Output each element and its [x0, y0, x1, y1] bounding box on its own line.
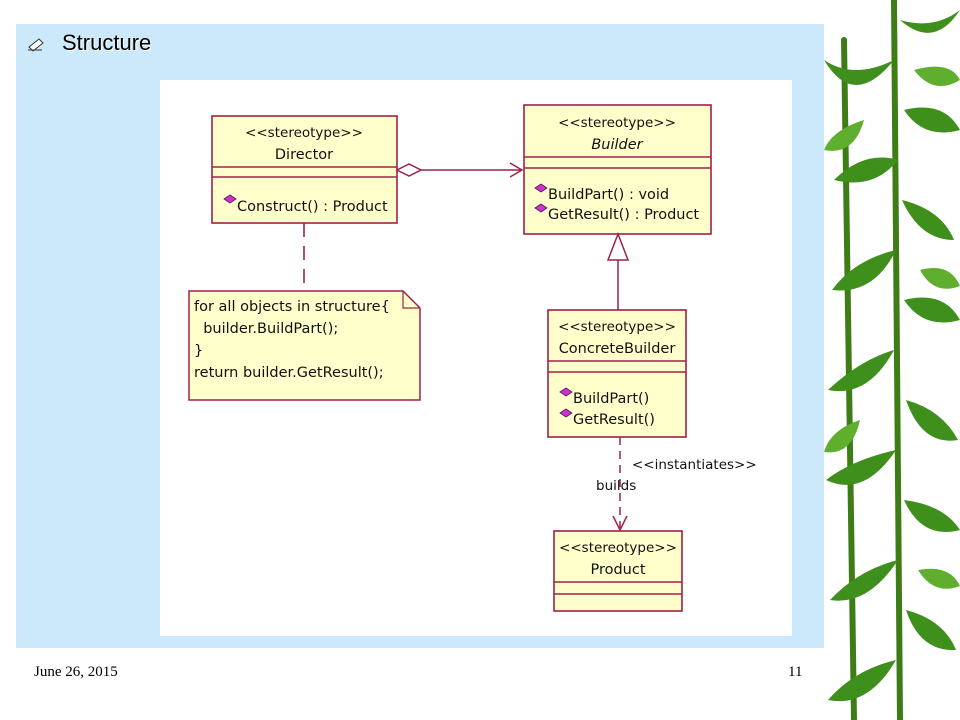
dependency-stereotype: <<instantiates>> — [632, 457, 757, 473]
product-class: <<stereotype>> Product — [553, 530, 683, 612]
outline-bullet-icon — [28, 38, 44, 52]
footer-date: June 26, 2015 — [34, 664, 118, 680]
product-name: Product — [590, 562, 645, 578]
builder-operation-2: GetResult() : Product — [548, 207, 699, 223]
note-line-4: return builder.GetResult(); — [194, 365, 384, 381]
director-operation: Construct() : Product — [237, 199, 388, 215]
note-line-1: for all objects in structure{ — [194, 299, 390, 315]
builder-operation-1: BuildPart() : void — [548, 187, 669, 203]
builder-stereotype: <<stereotype>> — [558, 115, 676, 131]
generalization-connector — [606, 231, 630, 310]
builder-class: <<stereotype>> Builder BuildPart() : voi… — [523, 104, 712, 235]
code-note: for all objects in structure{ builder.Bu… — [188, 290, 421, 401]
note-line-2: builder.BuildPart(); — [194, 321, 338, 337]
director-name: Director — [275, 147, 333, 163]
uml-diagram: <<stereotype>> Director Construct() : Pr… — [188, 104, 757, 612]
diagram-canvas: <<stereotype>> Director Construct() : Pr… — [160, 80, 792, 636]
director-class: <<stereotype>> Director Construct() : Pr… — [211, 115, 398, 224]
concrete-builder-operation-1: BuildPart() — [573, 391, 649, 407]
concrete-builder-operation-2: GetResult() — [573, 412, 655, 428]
concrete-builder-name: ConcreteBuilder — [559, 341, 676, 357]
builder-name: Builder — [591, 137, 643, 153]
product-stereotype: <<stereotype>> — [559, 540, 677, 556]
aggregation-connector — [395, 162, 524, 178]
page-number: 11 — [788, 664, 803, 680]
director-stereotype: <<stereotype>> — [245, 125, 363, 141]
concrete-builder-stereotype: <<stereotype>> — [558, 319, 676, 335]
bamboo-decoration — [824, 0, 960, 720]
dependency-connector: <<instantiates>> builds — [596, 437, 757, 532]
concrete-builder-class: <<stereotype>> ConcreteBuilder BuildPart… — [547, 309, 687, 438]
dependency-label: builds — [596, 478, 636, 494]
slide-heading: Structure — [62, 30, 152, 55]
note-line-3: } — [194, 343, 203, 359]
